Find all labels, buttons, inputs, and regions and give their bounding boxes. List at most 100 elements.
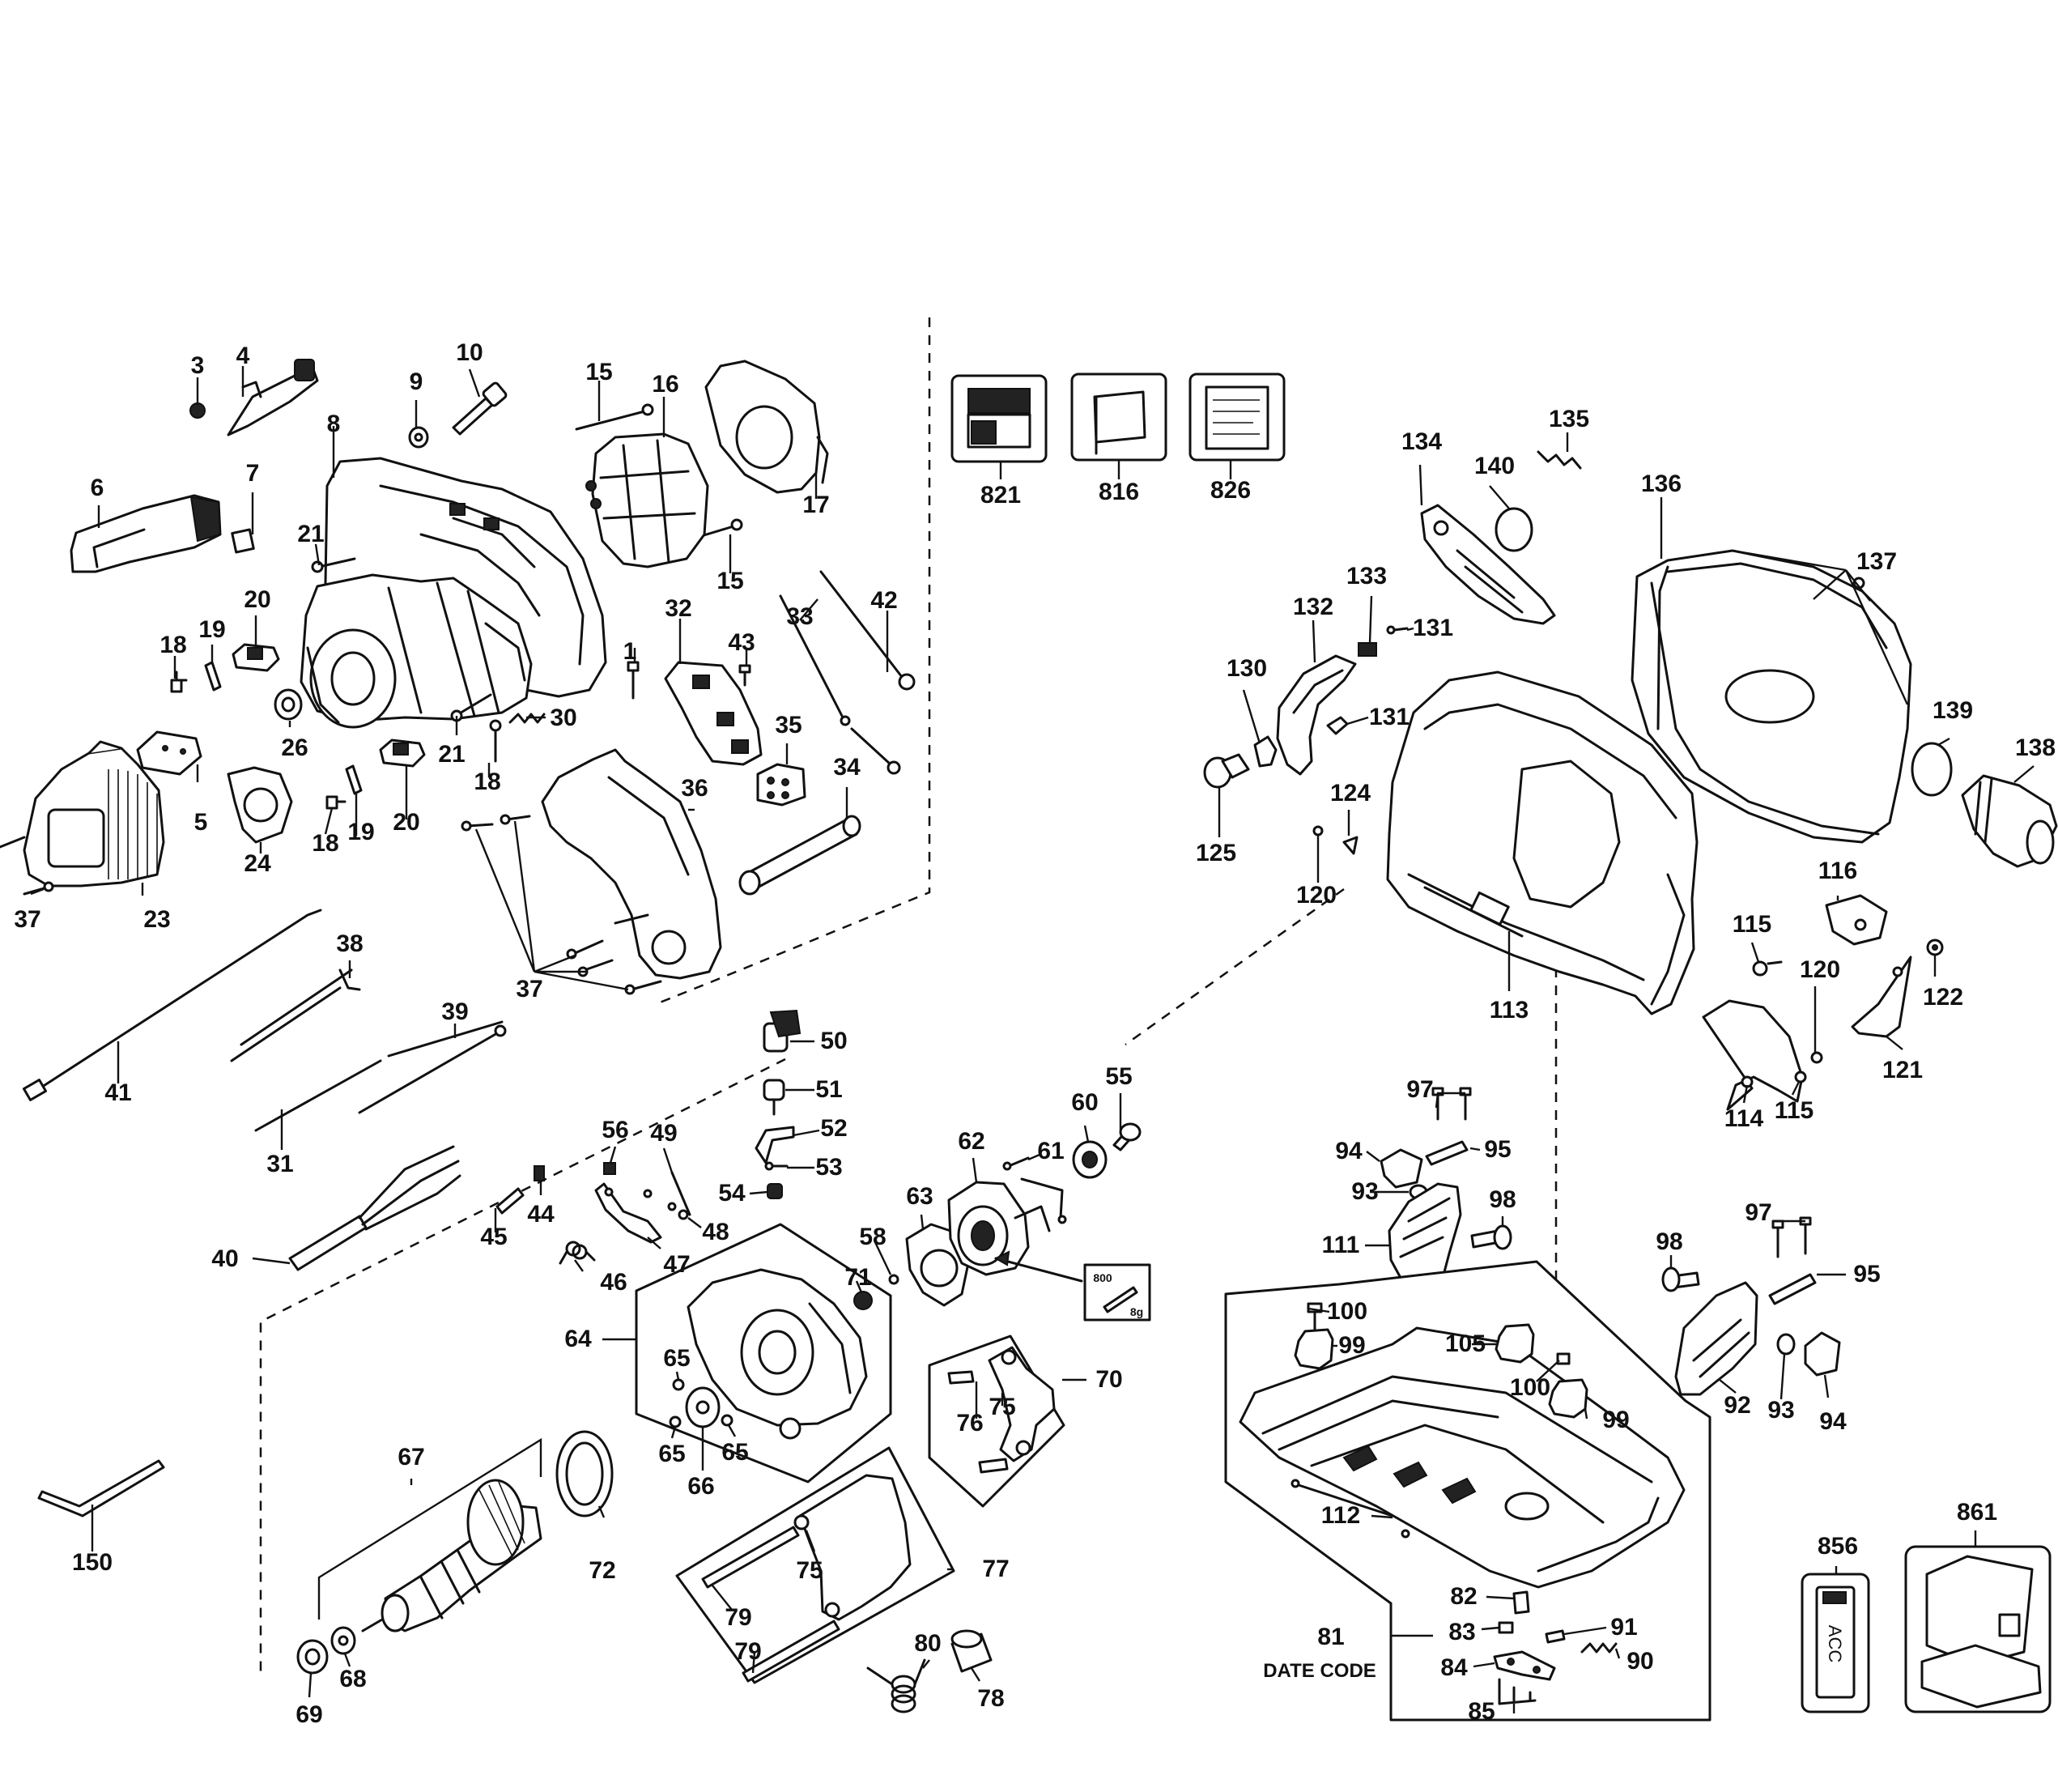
part-83-clip (1498, 1621, 1514, 1634)
part-label: 30 (550, 704, 577, 731)
part-115-washer-lower (1794, 1071, 1807, 1083)
date-code-label: DATE CODE (1263, 1660, 1376, 1682)
part-18-screw-a (170, 670, 188, 693)
part-124-screw (1342, 836, 1359, 855)
part-label: 94 (1819, 1408, 1847, 1435)
part-label: 39 (441, 998, 469, 1025)
part-label: 114 (1724, 1105, 1764, 1132)
part-label: 8 (326, 411, 341, 437)
part-95-link-lower (1768, 1273, 1817, 1305)
part-label: 90 (1626, 1648, 1654, 1675)
part-label: 115 (1732, 911, 1772, 938)
part-label: 97 (1406, 1076, 1434, 1103)
part-115-washer-upper (1752, 960, 1768, 977)
guard-group-outline (1125, 887, 1345, 1046)
part-61-screws (1002, 1156, 1067, 1224)
part-42-cable-tie (819, 570, 916, 691)
part-label: 64 (564, 1326, 592, 1352)
part-label: 56 (602, 1117, 629, 1143)
part-label: 58 (859, 1224, 887, 1250)
part-label: 111 (1321, 1232, 1360, 1258)
item-816-manual-box (1070, 372, 1167, 462)
part-55-bolt (1112, 1122, 1142, 1151)
part-label: 137 (1856, 548, 1898, 575)
part-label: 36 (681, 775, 708, 802)
part-label: 65 (663, 1345, 691, 1372)
part-label: 60 (1071, 1089, 1099, 1116)
part-6-handle-grip (70, 494, 222, 573)
part-label: 9 (409, 368, 423, 395)
part-label: 3 (190, 352, 205, 379)
part-135-spring (1537, 450, 1582, 470)
part-77-link-plate (793, 1474, 912, 1621)
part-54-nut (767, 1183, 783, 1199)
part-41-cord (22, 909, 322, 1101)
part-138-dust-port (1961, 774, 2058, 868)
part-70-link (988, 1346, 1056, 1462)
part-label: 80 (914, 1630, 942, 1657)
part-label: 71 (844, 1264, 872, 1291)
part-3-screw (189, 402, 206, 419)
part-label: 116 (1818, 858, 1858, 884)
part-label: 120 (1799, 956, 1841, 983)
part-label: 85 (1468, 1698, 1495, 1725)
part-label: 67 (398, 1444, 425, 1471)
part-label: 1 (623, 638, 637, 665)
part-label: 112 (1320, 1502, 1361, 1529)
part-label: 77 (982, 1556, 1010, 1582)
part-99-knob-a (1294, 1328, 1334, 1370)
part-label: 95 (1853, 1261, 1881, 1288)
part-label: 72 (589, 1557, 616, 1584)
part-49-pins (643, 1171, 691, 1216)
part-120-screw-lower (1767, 960, 1823, 1064)
part-66-washer (685, 1386, 721, 1428)
part-label: 70 (1095, 1366, 1123, 1393)
part-97-screws-lower (1771, 1216, 1812, 1258)
part-39-lead (358, 1024, 507, 1114)
part-19-spring-b (345, 764, 363, 795)
item-label-861: 861 (1956, 1499, 1998, 1526)
part-label: 134 (1401, 428, 1443, 455)
part-133-clip (1358, 642, 1377, 657)
part-label: 38 (336, 930, 364, 957)
part-71-bushing (853, 1291, 873, 1310)
part-31-lead (254, 1020, 504, 1132)
part-67-armature (361, 1479, 542, 1632)
part-label: 42 (870, 587, 898, 614)
part-33-rod (779, 594, 851, 726)
part-label: 10 (456, 339, 483, 366)
leader-lines (30, 366, 2035, 1713)
part-36-rear-handle (541, 748, 722, 980)
part-15-screw-upper (575, 403, 654, 431)
part-label: 150 (71, 1549, 113, 1576)
part-84-bracket (1493, 1650, 1556, 1681)
part-20-brush-holder-b (379, 739, 426, 768)
part-94-knob-lower (1804, 1331, 1841, 1377)
part-label: 5 (193, 809, 208, 836)
motor-housing-group-outline (655, 317, 931, 1006)
part-43-screw (738, 664, 751, 687)
part-label: 75 (989, 1394, 1016, 1420)
part-19-spring-a (204, 661, 222, 692)
part-label: 75 (796, 1557, 823, 1584)
part-label: 18 (474, 768, 501, 795)
part-85-pins (1498, 1678, 1537, 1705)
part-label: 24 (244, 850, 271, 877)
part-label: 49 (650, 1120, 678, 1147)
part-label: 61 (1037, 1138, 1065, 1164)
part-label: 37 (14, 906, 41, 933)
part-label: 131 (1368, 704, 1410, 730)
part-80-spring (866, 1658, 926, 1713)
part-139-o-ring (1911, 742, 1953, 797)
part-motor-field-housing (300, 573, 533, 729)
part-120-screw-upper (1312, 825, 1324, 836)
part-131-screw-lower (1326, 716, 1349, 735)
part-17-baffle (704, 360, 829, 494)
part-45-pin (495, 1187, 525, 1215)
part-label: 69 (296, 1701, 323, 1728)
part-label: 131 (1412, 615, 1454, 641)
part-38-cable (230, 968, 361, 1062)
part-label: 40 (211, 1245, 239, 1272)
part-52-bracket (755, 1126, 795, 1164)
